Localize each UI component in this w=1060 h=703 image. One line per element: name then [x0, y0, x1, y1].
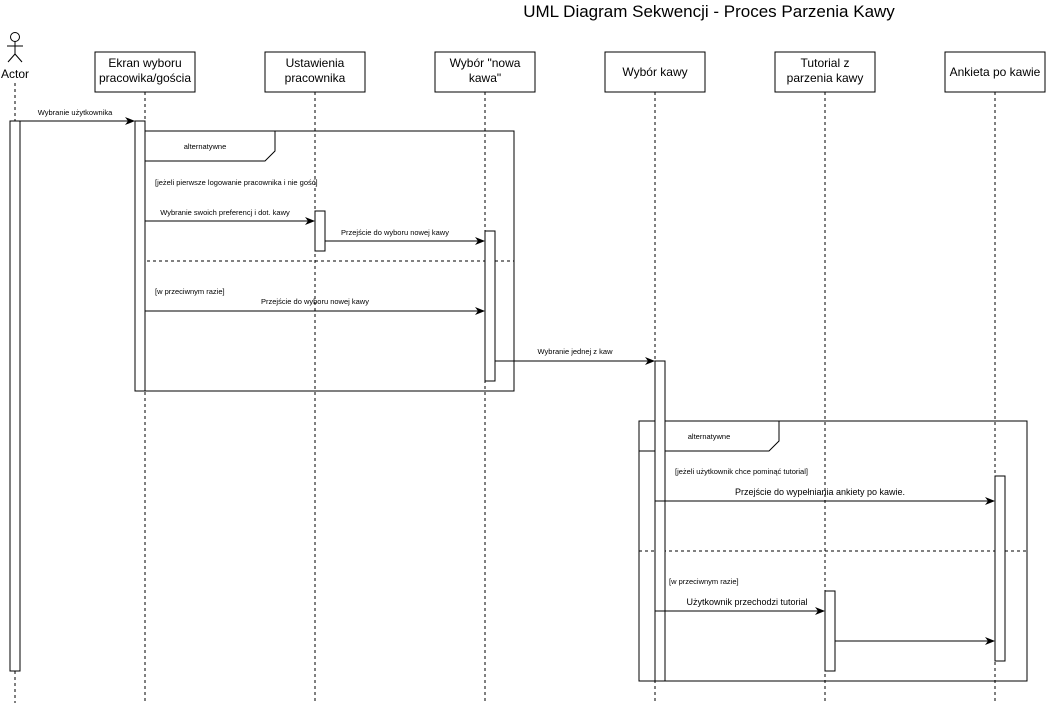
- fragment-2-guard-1: [jeżeli użytkownik chce pominąć tutorial…: [675, 467, 808, 476]
- message-select-coffee-label: Wybranie jednej z kaw: [538, 347, 614, 356]
- diagram-title: UML Diagram Sekwencji - Proces Parzenia …: [523, 2, 895, 21]
- fragment-1-operator-tab: [135, 130, 276, 162]
- message-to-survey-label: Przejście do wypełniania ankiety po kawi…: [735, 487, 905, 497]
- participant-settings-label-2: pracownika: [285, 71, 346, 85]
- message-select-user-label: Wybranie użytkownika: [38, 108, 113, 117]
- message-to-new-coffee-1-label: Przejście do wyboru nowej kawy: [341, 228, 449, 237]
- activation-actor: [9, 120, 21, 672]
- activation-survey: [994, 475, 1006, 662]
- activation-coffee-choice: [654, 360, 666, 682]
- participant-tutorial-box: [774, 51, 876, 93]
- alt-fragment-1: alternatywne [jeżeli pierwsze logowanie …: [134, 130, 515, 392]
- participant-settings-box: [264, 51, 366, 93]
- message-do-tutorial-label: Użytkownik przechodzi tutorial: [686, 597, 807, 607]
- participant-coffee-choice-box: [604, 51, 706, 93]
- fragment-1-operator: alternatywne: [184, 142, 227, 151]
- participant-survey-box: [944, 51, 1046, 93]
- alt-fragment-2: alternatywne [jeżeli użytkownik chce pom…: [638, 420, 1028, 682]
- fragment-2-operator-tab: [639, 420, 780, 452]
- fragment-1-guard-2: [w przeciwnym razie]: [155, 287, 225, 296]
- participant-new-coffee-label-2: kawa": [469, 71, 501, 85]
- fragment-2-operator: alternatywne: [688, 432, 731, 441]
- actor: Actor: [1, 32, 29, 81]
- fragment-1-guard-1: [jeżeli pierwsze logowanie pracownika i …: [155, 178, 318, 187]
- participant-screen-label-2: pracowika/gościa: [99, 71, 191, 85]
- participant-new-coffee-label-1: Wybór "nowa: [450, 56, 521, 70]
- activation-tutorial: [824, 590, 836, 672]
- lifelines: [14, 83, 996, 703]
- participant-survey-label: Ankieta po kawie: [950, 65, 1041, 79]
- message-set-prefs-label: Wybranie swoich preferencj i dot. kawy: [160, 208, 290, 217]
- message-to-new-coffee-2-label: Przejście do wyboru nowej kawy: [261, 297, 369, 306]
- actor-figure-icon: [7, 32, 23, 63]
- participant-screen-label-1: Ekran wyboru: [108, 56, 181, 70]
- participant-settings-label-1: Ustawienia: [286, 56, 345, 70]
- activation-settings: [314, 210, 326, 252]
- activation-new-coffee: [484, 230, 496, 382]
- actor-label: Actor: [1, 67, 29, 81]
- participant-new-coffee-box: [434, 51, 536, 93]
- activation-screen: [134, 120, 146, 392]
- fragment-2-guard-2: [w przeciwnym razie]: [669, 577, 739, 586]
- participant-coffee-choice-label: Wybór kawy: [622, 65, 687, 79]
- participant-screen-box: [94, 51, 196, 93]
- participant-tutorial-label-2: parzenia kawy: [787, 71, 864, 85]
- participant-tutorial-label-1: Tutorial z: [801, 56, 850, 70]
